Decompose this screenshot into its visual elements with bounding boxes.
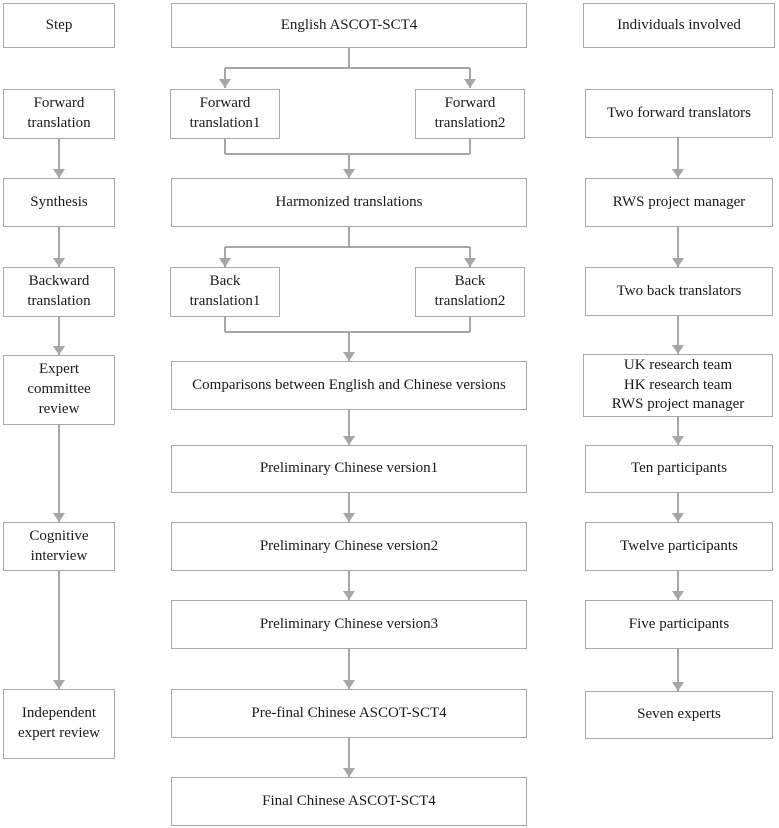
merge-into-comparisons <box>224 317 471 361</box>
node-backward-translation: Backward translation <box>3 267 115 317</box>
node-five-participants: Five participants <box>585 600 773 649</box>
node-english-ascot-sct4: English ASCOT-SCT4 <box>171 3 527 48</box>
node-rws-project-manager: RWS project manager <box>585 178 773 227</box>
node-forward-translation2: Forward translation2 <box>415 89 525 139</box>
node-ten-participants: Ten participants <box>585 445 773 493</box>
node-forward-translation: Forward translation <box>3 89 115 139</box>
node-expert-committee-review: Expert committee review <box>3 355 115 425</box>
merge-into-harmonized <box>224 139 471 178</box>
branch-forward-translations <box>219 48 476 88</box>
node-independent-expert-review: Independent expert review <box>3 689 115 759</box>
node-back-translation2: Back translation2 <box>415 267 525 317</box>
node-final-chinese-ascot-sct4: Final Chinese ASCOT-SCT4 <box>171 777 527 826</box>
node-cognitive-interview: Cognitive interview <box>3 522 115 571</box>
node-harmonized-translations: Harmonized translations <box>171 178 527 227</box>
node-synthesis: Synthesis <box>3 178 115 227</box>
node-seven-experts: Seven experts <box>585 691 773 739</box>
node-individuals-header: Individuals involved <box>583 3 775 48</box>
node-step-header: Step <box>3 3 115 48</box>
node-two-back-translators: Two back translators <box>585 267 773 316</box>
node-preliminary-chinese-version3: Preliminary Chinese version3 <box>171 600 527 649</box>
node-pre-final-chinese-ascot-sct4: Pre-final Chinese ASCOT-SCT4 <box>171 689 527 738</box>
node-preliminary-chinese-version1: Preliminary Chinese version1 <box>171 445 527 493</box>
node-twelve-participants: Twelve participants <box>585 522 773 571</box>
node-forward-translation1: Forward translation1 <box>170 89 280 139</box>
node-back-translation1: Back translation1 <box>170 267 280 317</box>
node-preliminary-chinese-version2: Preliminary Chinese version2 <box>171 522 527 571</box>
branch-back-translations <box>219 227 476 267</box>
node-comparisons: Comparisons between English and Chinese … <box>171 361 527 410</box>
node-two-forward-translators: Two forward translators <box>585 89 773 138</box>
node-research-teams: UK research team HK research team RWS pr… <box>583 354 773 417</box>
